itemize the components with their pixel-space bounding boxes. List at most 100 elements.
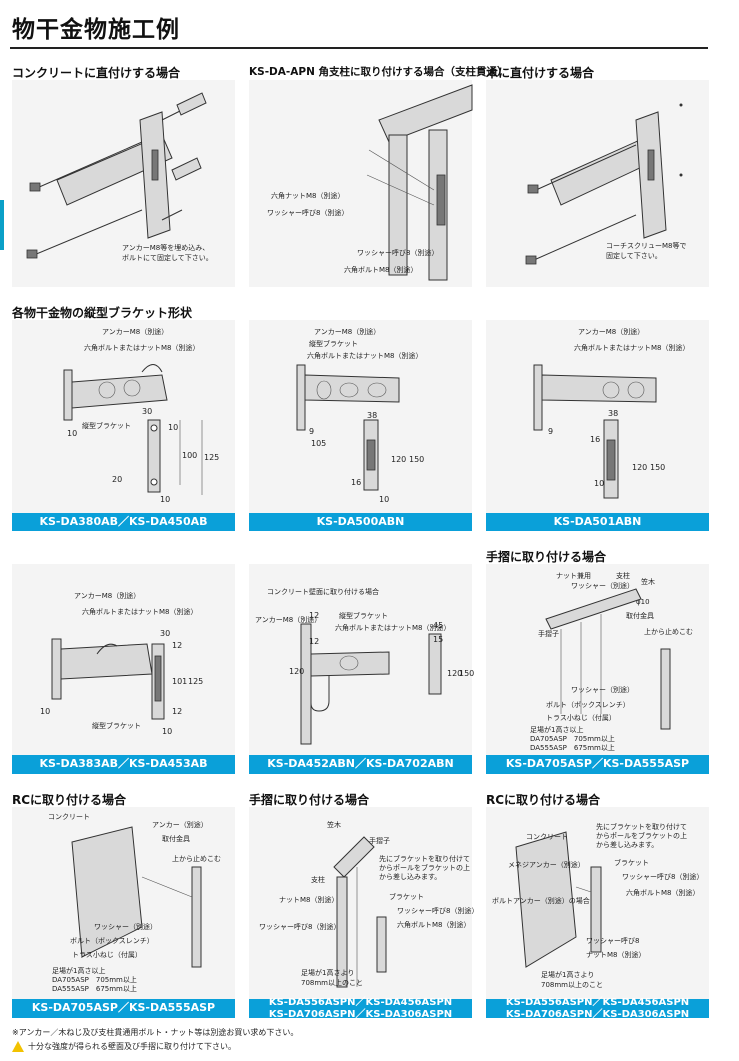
rc2-label-12: 708mm以上のこと	[541, 980, 603, 989]
hr-label-0: ナット兼用	[556, 571, 591, 580]
dim-101: 101	[172, 677, 187, 686]
caption-rc1: KS-DA705ASP／KS-DA555ASP	[12, 999, 235, 1018]
dim-120-c: 120	[289, 667, 304, 676]
dim-20: 20	[112, 475, 122, 484]
note-apn-washer-1: ワッシャー呼び8（別途）	[267, 208, 348, 217]
note-vbracket-5: 縦型ブラケット	[339, 611, 388, 620]
note-anchor: アンカーM8（別途）	[102, 327, 168, 336]
rc2-label-10: ナットM8（別途）	[586, 950, 646, 959]
note-vbracket-2: 縦型ブラケット	[309, 339, 358, 348]
dim-9-b: 9	[548, 427, 553, 436]
rc1-label-5: ボルト（ボックスレンチ）	[70, 937, 154, 945]
caption-rc2-line1: KS-DA556ASPN／KS-DA456ASPN	[505, 997, 690, 1008]
note-anchor-2: アンカーM8（別途）	[314, 327, 380, 336]
dim-30-c: 30	[160, 629, 170, 638]
diagram-handrail2: 笠木 手摺子 支柱 先にブラケットを取り付けて からポールをブラケットの上 から…	[249, 807, 478, 999]
hr-label-13: DA555ASP 675mm以上	[530, 743, 615, 752]
dim-15: 15	[433, 635, 443, 644]
hr2-label-9: ワッシャー呼び8（別途）	[397, 906, 478, 915]
note-concrete-1: アンカーM8等を埋め込み、	[122, 243, 209, 252]
dim-12-b: 12	[172, 707, 182, 716]
section-handrail2: 手摺に取り付ける場合	[249, 793, 370, 807]
dim-12-a: 12	[172, 641, 182, 650]
caption-da501: KS-DA501ABN	[486, 513, 709, 531]
dim-125: 125	[204, 453, 219, 462]
diagram-rc2: コンクリート 先にブラケットを取り付けて からポールをブラケットの上 から差し込…	[486, 807, 709, 999]
note-apn-nut: 六角ナットM8（別途）	[271, 191, 345, 200]
rc2-label-9: ワッシャー呼び8	[586, 936, 639, 945]
dim-125-c: 125	[188, 677, 203, 686]
rc1-label-1: アンカー（別途）	[152, 820, 208, 829]
caption-rc2: KS-DA556ASPN／KS-DA456ASPN KS-DA706ASPN／K…	[486, 997, 709, 1020]
caption-rc2-line2: KS-DA706ASPN／KS-DA306ASPN	[505, 1008, 690, 1020]
hr-label-3: 笠木	[641, 577, 655, 586]
dim-38: 38	[367, 411, 377, 420]
hr-label-12: DA705ASP 705mm以上	[530, 734, 615, 743]
rc1-label-0: コンクリート	[48, 813, 90, 821]
hr-label-8: ワッシャー（別途）	[571, 685, 634, 694]
rc1-label-7: 足場が1高さ以上	[52, 966, 105, 975]
note-concrete-2: ボルトにて固定して下さい。	[122, 253, 213, 262]
note-concrete-wall: コンクリート壁面に取り付ける場合	[267, 587, 379, 596]
dim-10b: 10	[67, 429, 77, 438]
section-rc2: RCに取り付ける場合	[486, 793, 601, 807]
rc1-label-3: 上から止めこむ	[172, 854, 221, 863]
section-rc1: RCに取り付ける場合	[12, 793, 127, 807]
dim-150: 150	[409, 455, 424, 464]
note-anchor-4: アンカーM8（別途）	[74, 591, 140, 600]
diagram-da501: アンカーM8（別途） 六角ボルトまたはナットM8（別途） 9 38 16 120…	[486, 320, 709, 513]
dim-100: 100	[182, 451, 197, 460]
rc2-label-1: 先にブラケットを取り付けて	[596, 822, 687, 831]
note-anchor-5: アンカーM8（別途）	[255, 615, 321, 624]
dim-45: 45	[433, 621, 443, 630]
section-wood-direct: 木に直付けする場合	[486, 66, 595, 80]
rc2-label-11: 足場が1高さより	[541, 970, 594, 979]
rc1-label-9: DA555ASP 675mm以上	[52, 984, 137, 993]
dim-12-c: 12	[309, 611, 319, 620]
rc1-label-4: ワッシャー（別途）	[94, 922, 157, 931]
note-apn-washer-2: ワッシャー呼び8（別途）	[357, 248, 438, 257]
caption-da500: KS-DA500ABN	[249, 513, 472, 531]
dim-10: 10	[379, 495, 389, 504]
hr-label-7: 上から止めこむ	[644, 627, 693, 636]
hr-label-9: ボルト（ボックスレンチ）	[546, 701, 630, 709]
hr-label-5: 取付金具	[626, 611, 654, 620]
dim-105: 105	[311, 439, 326, 448]
note-anchor-3: アンカーM8（別途）	[578, 327, 644, 336]
caption-handrail2-line2: KS-DA706ASPN／KS-DA306ASPN	[268, 1008, 453, 1020]
hr2-label-8: ブラケット	[389, 892, 424, 901]
dim-10-b: 10	[594, 479, 604, 488]
hr2-label-7: ワッシャー呼び8（別途）	[259, 922, 340, 931]
note-hexbolt-4: 六角ボルトまたはナットM8（別途）	[82, 607, 198, 616]
hr-label-2: 支柱	[616, 571, 630, 580]
warning-icon	[12, 1041, 24, 1052]
hr2-label-1: 手摺子	[369, 836, 390, 845]
hr2-label-11: 足場が1高さより	[301, 968, 354, 977]
rc2-label-7: 六角ボルトM8（別途）	[626, 888, 700, 897]
diagram-concrete-direct: アンカーM8等を埋め込み、 ボルトにて固定して下さい。	[12, 80, 235, 287]
dim-30: 30	[142, 407, 152, 416]
dim-10c: 10	[160, 495, 170, 504]
note-hexbolt: 六角ボルトまたはナットM8（別途）	[84, 343, 200, 352]
hr2-label-6: ナットM8（別途）	[279, 895, 339, 904]
rc2-label-4: メネジアンカー（別途）	[508, 860, 585, 869]
dim-9: 9	[309, 427, 314, 436]
hr2-label-2: 支柱	[311, 875, 325, 884]
dim-150-b: 150	[650, 463, 665, 472]
title-rule	[10, 47, 708, 49]
diagram-wood-direct: コーチスクリューM8等で 固定して下さい。	[486, 80, 709, 287]
diagram-da705-handrail: ナット兼用 ワッシャー（別途） 支柱 笠木 φ10 取付金具 手摺子 上から止め…	[486, 564, 709, 755]
hr2-label-3: 先にブラケットを取り付けて	[379, 854, 470, 863]
footnote-warning-text: 十分な強度が得られる壁面及び手摺に取り付けて下さい。	[28, 1042, 236, 1051]
hr2-label-10: 六角ボルトM8（別途）	[397, 920, 471, 929]
page-title: 物干金物施工例	[12, 17, 180, 43]
caption-da452: KS-DA452ABN／KS-DA702ABN	[249, 755, 472, 774]
note-hexbolt-5: 六角ボルトまたはナットM8（別途）	[335, 623, 451, 632]
dim-150-c: 150	[459, 669, 474, 678]
page-edge-marker	[0, 200, 4, 250]
diagram-da452: コンクリート壁面に取り付ける場合 アンカーM8（別途） 縦型ブラケット 六角ボル…	[249, 564, 474, 755]
hr2-label-4: からポールをブラケットの上	[379, 863, 470, 872]
rc2-label-8: ボルトアンカー（別途）の場合	[492, 896, 590, 905]
rc2-label-5: ブラケット	[614, 858, 649, 867]
dim-10-c: 10	[40, 707, 50, 716]
